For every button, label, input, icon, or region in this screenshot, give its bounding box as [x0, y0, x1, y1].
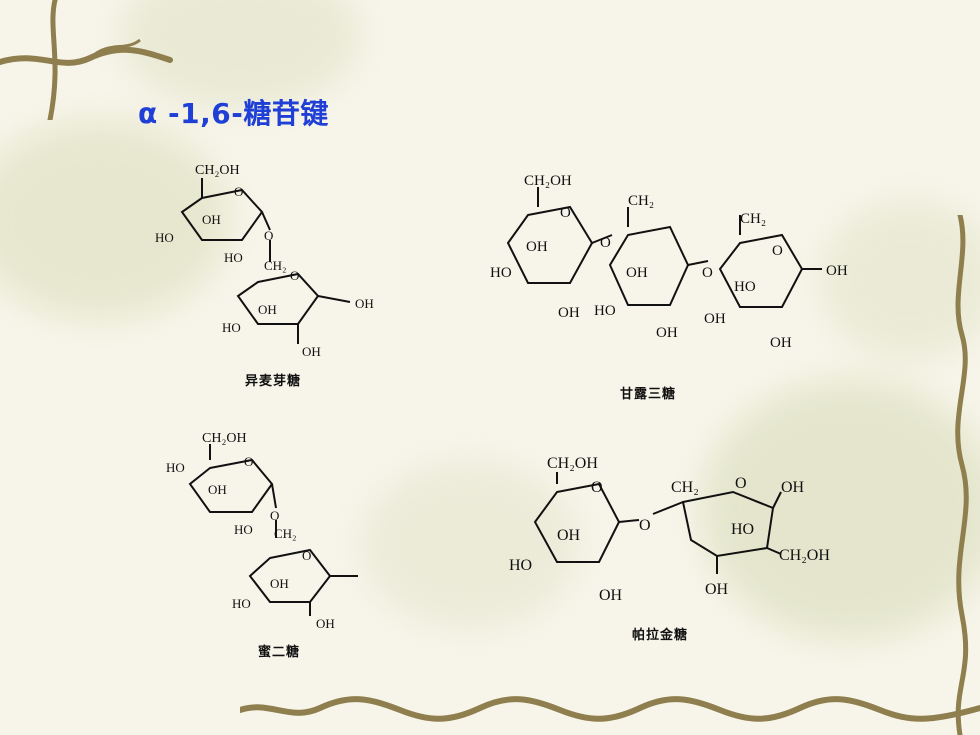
label-o: O — [244, 454, 253, 469]
label-oh: OH — [270, 576, 289, 591]
background-leaf — [700, 380, 980, 640]
label-ch2oh: CH₂OH — [779, 547, 830, 564]
caption-raffinose: 甘露三糖 — [620, 387, 677, 402]
background-leaf — [0, 120, 230, 320]
label-oh: OH — [526, 239, 548, 255]
label-oh: OH — [557, 527, 581, 544]
slide-title: α -1,6-糖苷键 — [138, 97, 329, 130]
label-o: O — [560, 205, 571, 221]
label-ho: HO — [490, 265, 512, 281]
label-o: O — [290, 268, 299, 283]
background-leaf — [360, 460, 580, 630]
label-o: O — [735, 475, 747, 492]
structure-palatinose: CH₂OH OH HO OH CH₂ OH HO CH₂OH OH O O O — [505, 450, 865, 610]
label-oh: OH — [558, 305, 580, 321]
structure-isomaltose: CH₂OH OH HO HO CH₂ OH HO OH OH O O O — [150, 150, 410, 370]
label-oh: OH — [302, 344, 321, 359]
label-ch2: CH₂ — [628, 193, 654, 209]
label-ho: HO — [155, 230, 174, 245]
label-ho: HO — [224, 250, 243, 265]
label-o: O — [591, 479, 603, 496]
vine-decoration-top — [0, 0, 173, 120]
raffinose-diagram: CH₂OH CH₂ CH₂ OH HO OH OH HO OH HO OH OH… — [490, 173, 848, 351]
background-leaf — [820, 200, 980, 360]
label-o: O — [772, 243, 783, 259]
caption-isomaltose: 异麦芽糖 — [245, 374, 302, 389]
label-ch2: CH₂ — [274, 526, 297, 541]
label-oh: OH — [202, 212, 221, 227]
label-oh: OH — [626, 265, 648, 281]
vine-decoration-bottom — [240, 696, 980, 722]
label-o: O — [302, 548, 311, 563]
label-o: O — [270, 508, 279, 523]
label-ho: HO — [166, 460, 185, 475]
vine-decoration-right — [955, 215, 969, 735]
label-o: O — [639, 517, 651, 534]
label-oh: OH — [656, 325, 678, 341]
label-oh: OH — [599, 587, 623, 604]
label-ho: HO — [222, 320, 241, 335]
label-ho: HO — [234, 522, 253, 537]
label-ho: HO — [731, 521, 754, 538]
label-oh: OH — [781, 479, 805, 496]
label-oh: HO — [734, 279, 756, 295]
label-oh: OH — [316, 616, 335, 631]
label-ch2oh: CH₂OH — [195, 163, 240, 178]
label-oh: OH — [355, 296, 374, 311]
caption-palatinose: 帕拉金糖 — [632, 628, 689, 643]
label-ch2: CH₂ — [264, 258, 287, 273]
label-oh: OH — [770, 335, 792, 351]
label-ch2oh: CH₂OH — [524, 173, 572, 189]
label-ho: HO — [232, 596, 251, 611]
caption-melibiose: 蜜二糖 — [258, 645, 301, 660]
label-ch2oh: CH₂OH — [202, 431, 247, 446]
label-o: O — [234, 184, 243, 199]
label-ho: HO — [594, 303, 616, 319]
label-o: O — [600, 235, 611, 251]
label-ch2: CH₂ — [740, 211, 766, 227]
label-oh: OH — [258, 302, 277, 317]
structure-melibiose: CH₂OH HO OH HO CH₂ OH HO OH O O O — [160, 430, 390, 640]
isomaltose-diagram: CH₂OH OH HO HO CH₂ OH HO OH OH O O O — [155, 163, 374, 359]
label-oh: OH — [705, 581, 729, 598]
label-ho: OH — [704, 311, 726, 327]
label-oh: OH — [208, 482, 227, 497]
label-oh: OH — [826, 263, 848, 279]
palatinose-diagram: CH₂OH OH HO OH CH₂ OH HO CH₂OH OH O O O — [509, 455, 830, 604]
label-ho: HO — [509, 557, 532, 574]
label-o: O — [702, 265, 713, 281]
melibiose-diagram: CH₂OH HO OH HO CH₂ OH HO OH O O O — [166, 431, 358, 631]
label-ch2: CH₂ — [671, 479, 699, 496]
label-o: O — [264, 228, 273, 243]
structure-raffinose: CH₂OH CH₂ CH₂ OH HO OH OH HO OH HO OH OH… — [488, 165, 858, 355]
label-ch2oh: CH₂OH — [547, 455, 598, 472]
